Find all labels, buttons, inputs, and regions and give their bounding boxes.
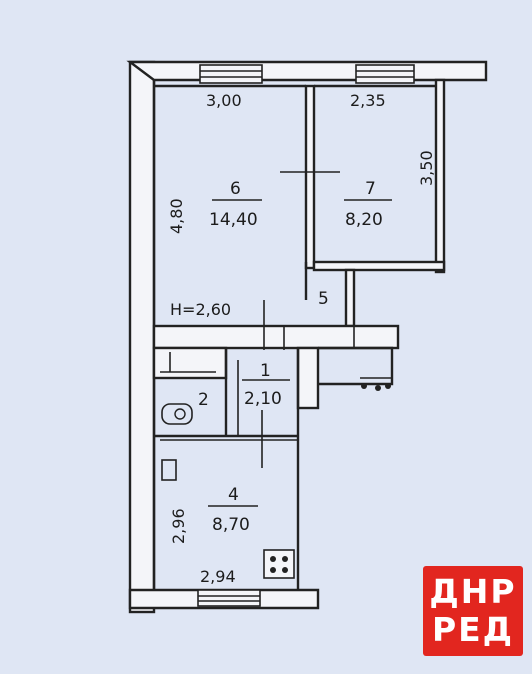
stove-icon (263, 549, 295, 579)
ceiling-height: H=2,60 (170, 300, 231, 319)
room4-number: 4 (228, 485, 239, 505)
room1-area: 2,10 (244, 389, 282, 409)
partition-6-7 (304, 84, 316, 270)
middle-wall (152, 324, 400, 350)
top-exterior-wall (126, 60, 488, 82)
dim-room7-width: 2,35 (350, 91, 386, 110)
dnr-red-watermark-logo: ДНР РЕД (423, 566, 523, 656)
dim-room6-width: 3,00 (206, 91, 242, 110)
room7-number: 7 (365, 179, 376, 199)
door-hinge (361, 383, 367, 389)
room7-area: 8,20 (345, 210, 383, 230)
room7-bottom-wall (312, 260, 446, 272)
room7-right-wall (434, 78, 446, 274)
dim-room7-length: 3,50 (417, 150, 436, 186)
left-exterior-wall (128, 60, 156, 614)
window-room7 (355, 64, 415, 84)
dim-room6-length: 4,80 (167, 198, 186, 234)
sink-icon (161, 459, 177, 481)
corridor-wall (296, 346, 320, 410)
logo-line-1: ДНР (429, 572, 517, 611)
room1-number: 1 (260, 361, 271, 381)
toilet-icon (161, 403, 193, 425)
room4-area: 8,70 (212, 515, 250, 535)
dim-room4-width: 2,94 (200, 567, 236, 586)
window-room4 (197, 589, 261, 607)
room6-number: 6 (230, 179, 241, 199)
room6-area: 14,40 (209, 210, 258, 230)
room2-number: 2 (198, 390, 209, 410)
window-room6 (199, 64, 263, 84)
room5-wall (344, 268, 356, 328)
bathroom-fixture (152, 346, 228, 380)
logo-line-2: РЕД (431, 610, 515, 649)
room5-number: 5 (318, 289, 329, 309)
dim-room4-length: 2,96 (169, 508, 188, 544)
